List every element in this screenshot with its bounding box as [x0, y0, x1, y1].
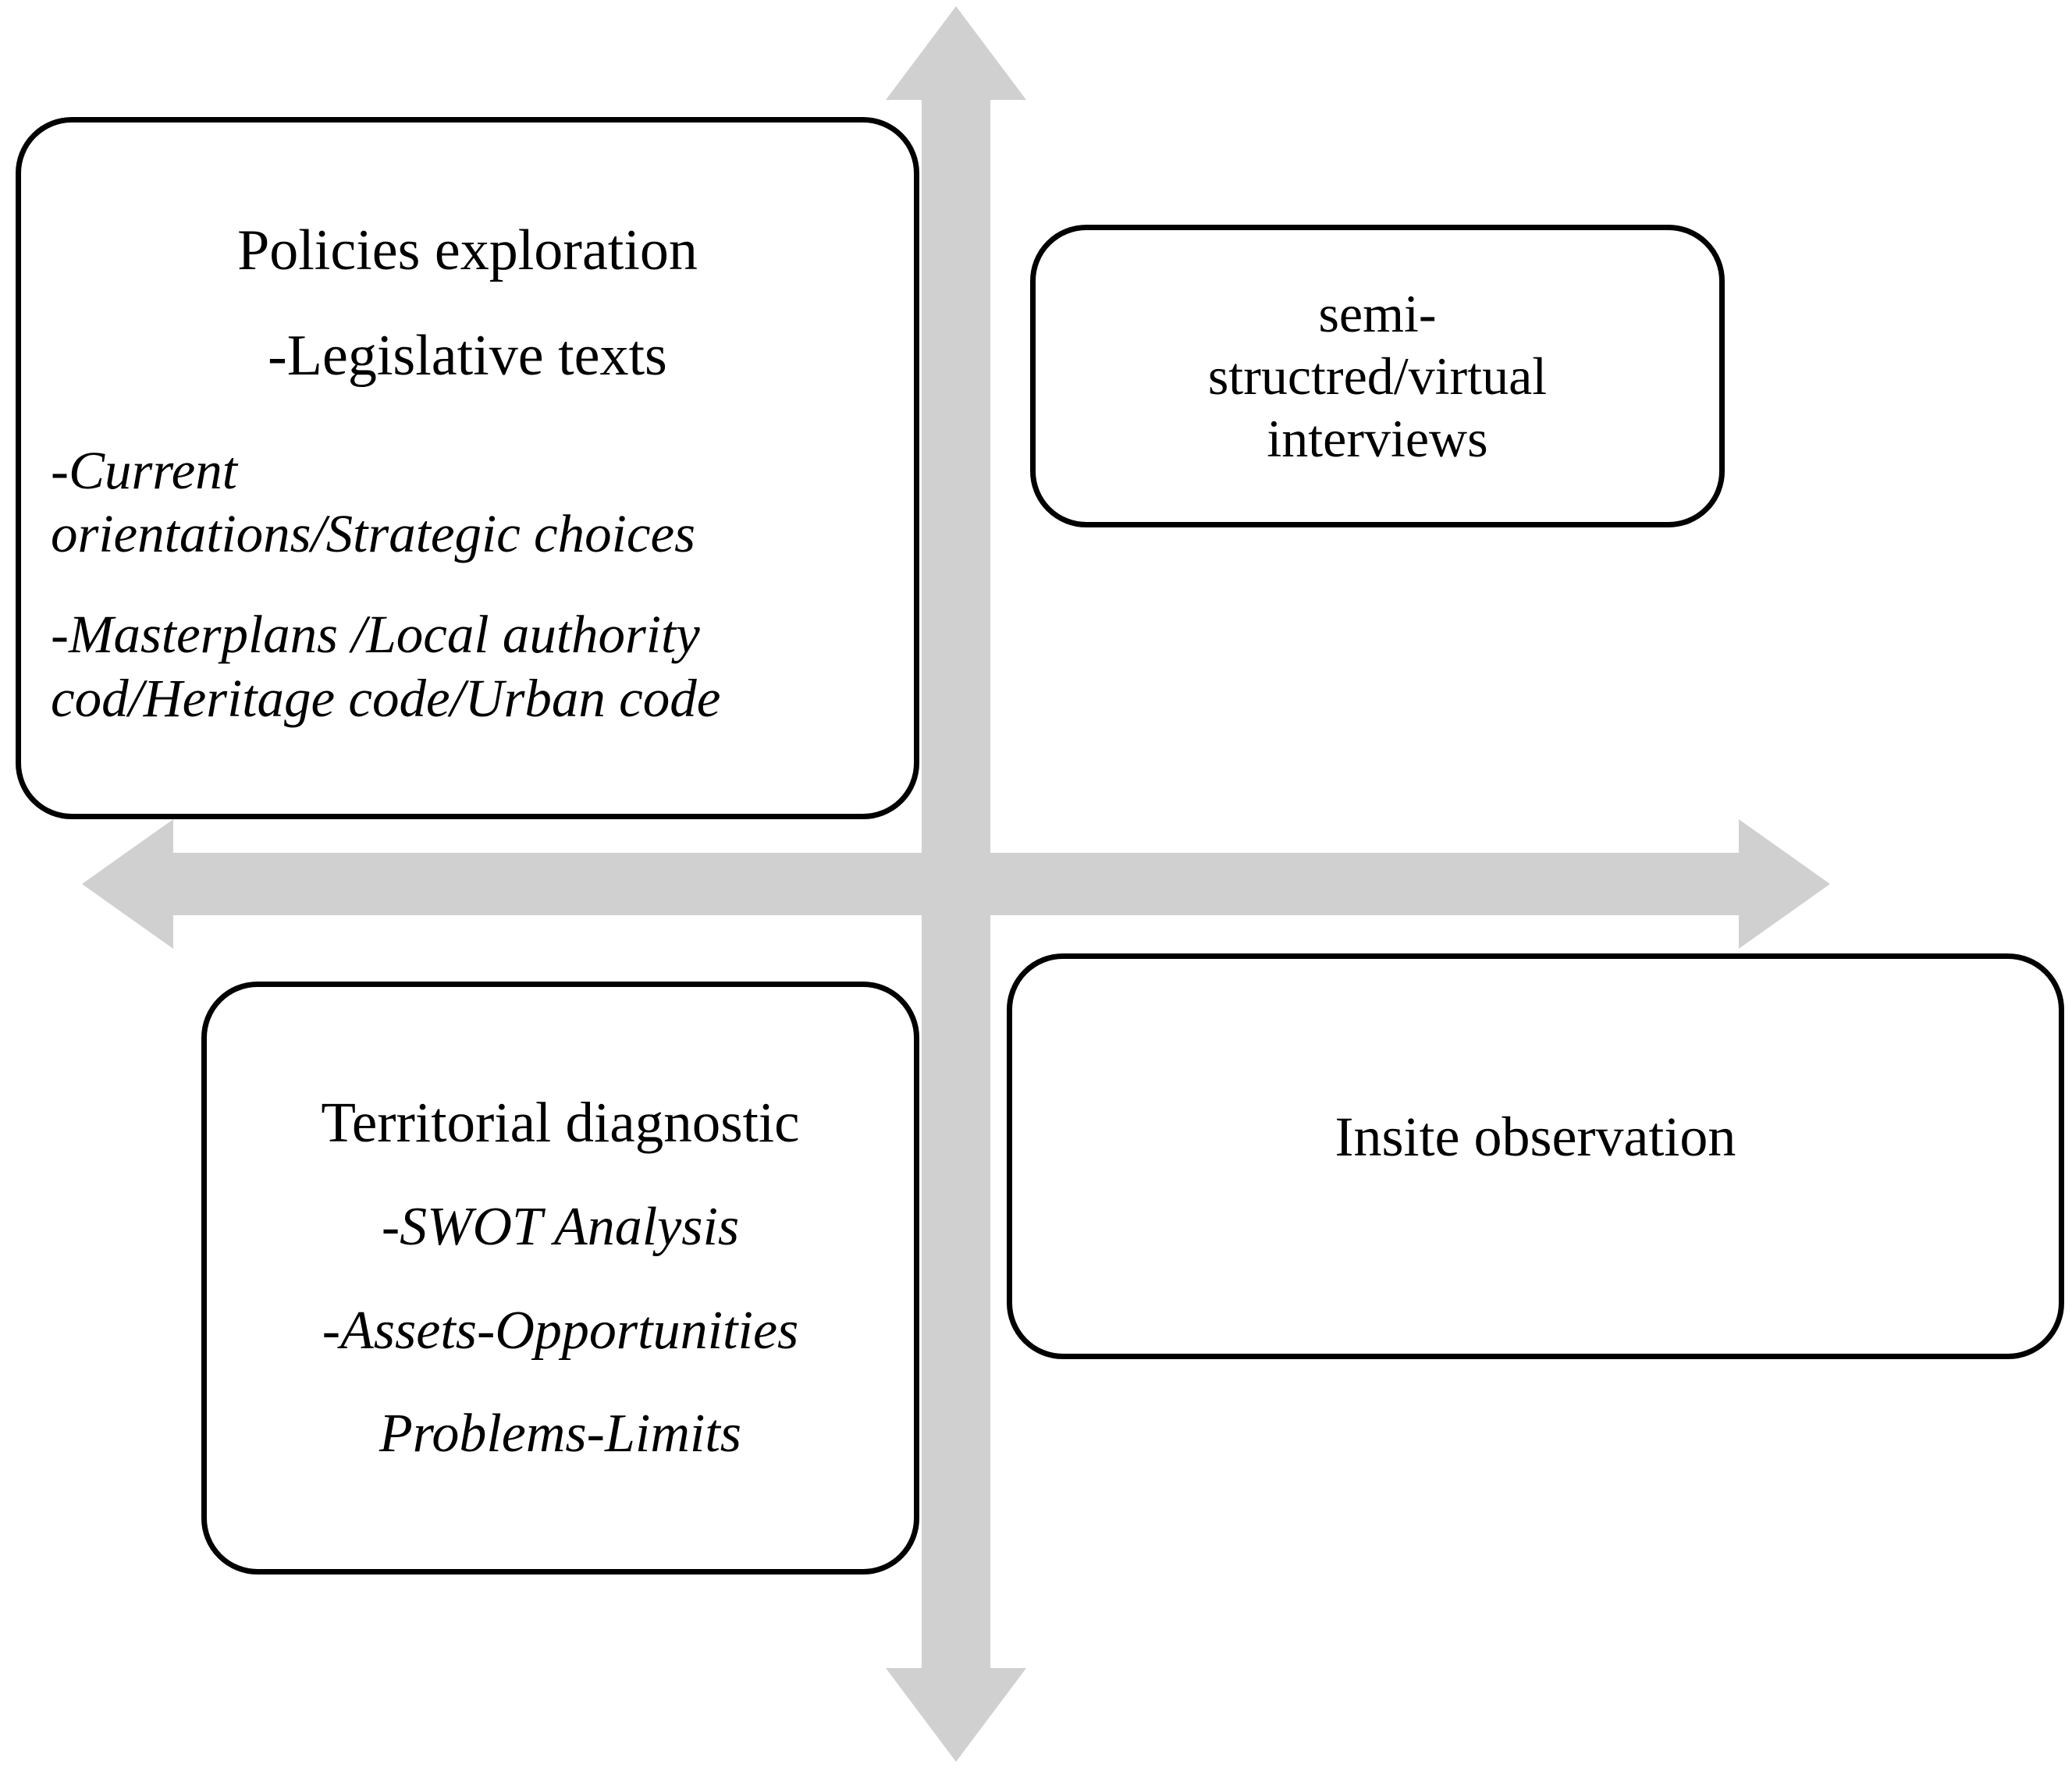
quadrant-box-insite-observation[interactable]: Insite observation — [1007, 953, 2064, 1359]
quadrant-box-territorial-diagnostic[interactable]: Territorial diagnostic -SWOT Analysis -A… — [201, 982, 919, 1575]
diagnostic-item-3: Problems-Limits — [379, 1404, 742, 1464]
interviews-line-1: semi- — [1318, 283, 1437, 343]
quadrant-box-policies-exploration[interactable]: Policies exploration -Legislative texts … — [16, 117, 919, 819]
policies-item-1: -Current — [51, 440, 237, 500]
policies-heading-1: Policies exploration — [237, 218, 698, 282]
interviews-line-3: interviews — [1267, 409, 1488, 469]
diagnostic-heading: Territorial diagnostic — [321, 1091, 800, 1155]
horizontal-double-arrow-icon — [82, 819, 1830, 949]
policies-item-3: -Masterplans /Local authority — [51, 605, 700, 665]
policies-item-2: orientations/Strategic choices — [51, 503, 695, 563]
policies-heading-2: -Legislative texts — [268, 324, 667, 389]
interviews-line-2: structred/virtual — [1207, 346, 1548, 406]
diagnostic-item-1: -SWOT Analysis — [381, 1197, 740, 1258]
observation-heading: Insite observation — [1335, 1106, 1736, 1168]
diagnostic-item-2: -Assets-Opportunities — [322, 1300, 799, 1361]
policies-item-4: cod/Heritage code/Urban code — [51, 668, 721, 728]
quadrant-box-semi-structured-interviews[interactable]: semi- structred/virtual interviews — [1030, 225, 1725, 527]
